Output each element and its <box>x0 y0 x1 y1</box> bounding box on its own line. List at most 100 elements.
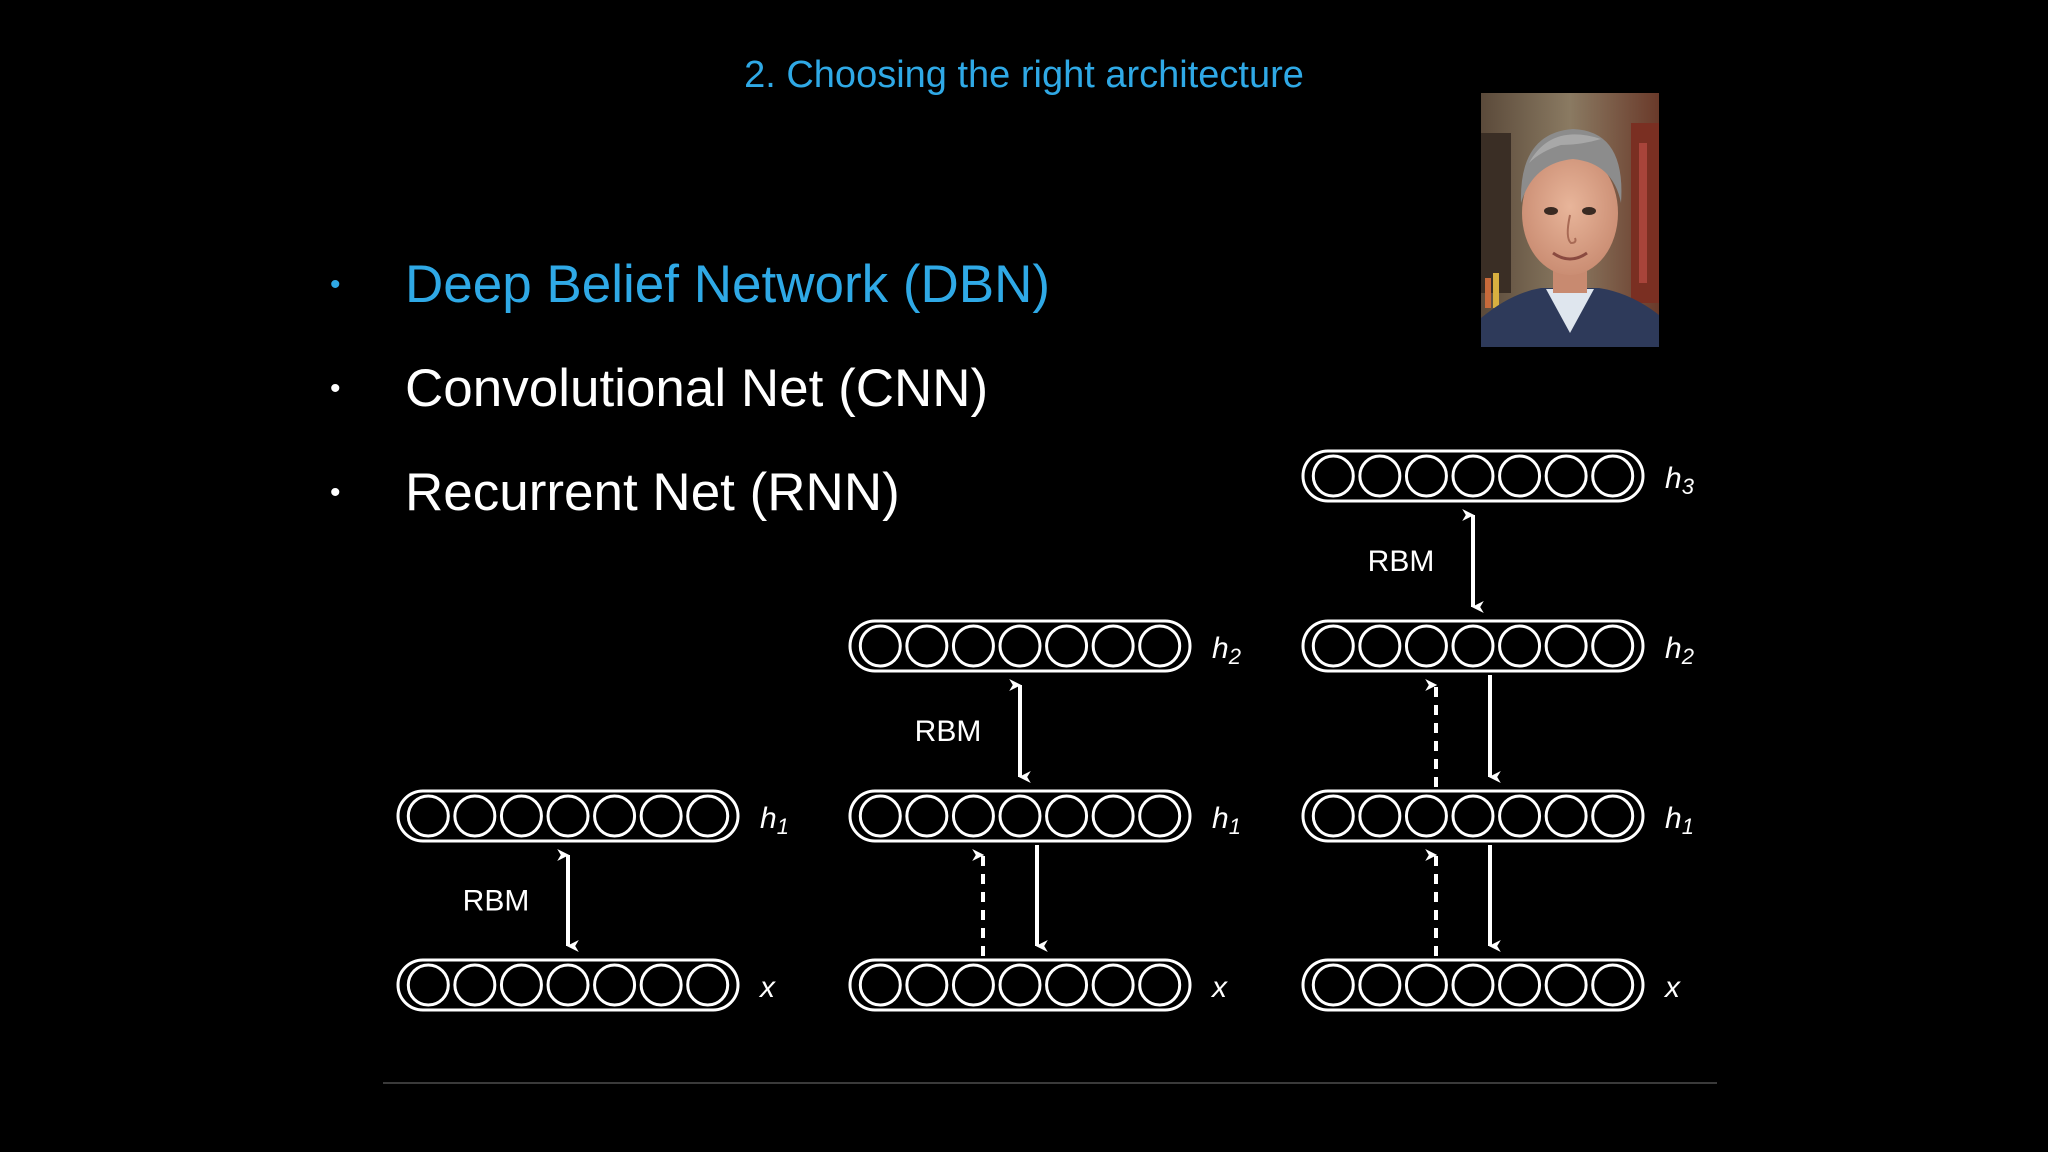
layer-connection: RBM <box>1368 509 1484 613</box>
neuron-unit <box>1358 963 1402 1007</box>
layer-label: x <box>1210 971 1228 1004</box>
layer-label: x <box>758 971 776 1004</box>
bullet-item-rnn: • Recurrent Net (RNN) <box>330 456 1050 560</box>
neuron-unit <box>1045 624 1089 668</box>
rbm-label: RBM <box>463 885 530 918</box>
layer-label: h1 <box>1665 802 1694 839</box>
neuron-unit <box>858 624 902 668</box>
network-layer: h1 <box>396 789 789 843</box>
neuron-unit <box>406 963 450 1007</box>
neuron-unit <box>686 963 730 1007</box>
neuron-unit <box>1591 624 1635 668</box>
footer-divider <box>383 1082 1717 1084</box>
neuron-unit <box>1544 794 1588 838</box>
neuron-unit <box>453 794 497 838</box>
neuron-unit <box>1591 963 1635 1007</box>
neuron-unit <box>499 963 543 1007</box>
network-layer: h2 <box>1301 619 1694 673</box>
neuron-unit <box>1358 624 1402 668</box>
bullet-item-dbn: • Deep Belief Network (DBN) <box>330 248 1050 352</box>
bullet-text: Recurrent Net (RNN) <box>405 463 900 522</box>
rbm-label: RBM <box>915 715 982 748</box>
neuron-unit <box>1138 963 1182 1007</box>
neuron-unit <box>1404 454 1448 498</box>
bullet-text: Deep Belief Network (DBN) <box>405 255 1051 314</box>
neuron-unit <box>1498 624 1542 668</box>
neuron-unit <box>1498 454 1542 498</box>
neuron-unit <box>998 624 1042 668</box>
neuron-unit <box>1498 963 1542 1007</box>
neuron-unit <box>1045 794 1089 838</box>
layer-label: h1 <box>760 802 789 839</box>
network-layer: x <box>1301 958 1681 1012</box>
neuron-unit <box>546 963 590 1007</box>
neuron-unit <box>1591 794 1635 838</box>
layer-label: h1 <box>1212 802 1241 839</box>
portrait-photo <box>1481 93 1659 347</box>
rbm-label: RBM <box>1368 545 1435 578</box>
neuron-unit <box>1091 624 1135 668</box>
layer-capsule <box>1301 449 1645 503</box>
neuron-unit <box>546 794 590 838</box>
neuron-unit <box>1404 624 1448 668</box>
layer-label: h3 <box>1665 462 1695 499</box>
neuron-unit <box>453 963 497 1007</box>
layer-capsule <box>1301 958 1645 1012</box>
neuron-unit <box>639 794 683 838</box>
neuron-unit <box>1544 963 1588 1007</box>
neuron-unit <box>593 963 637 1007</box>
neuron-unit <box>1138 624 1182 668</box>
network-layer: h1 <box>1301 789 1694 843</box>
neuron-unit <box>1451 624 1495 668</box>
neuron-unit <box>1451 963 1495 1007</box>
bullet-list: • Deep Belief Network (DBN) • Convolutio… <box>330 248 1050 560</box>
layer-connection: RBM <box>463 849 579 952</box>
neuron-unit <box>905 963 949 1007</box>
layer-capsule <box>1301 619 1645 673</box>
neuron-unit <box>1045 963 1089 1007</box>
layer-connection <box>1425 845 1501 956</box>
neuron-unit <box>1404 963 1448 1007</box>
neuron-unit <box>1311 794 1355 838</box>
layer-capsule <box>1301 789 1645 843</box>
layer-capsule <box>396 789 740 843</box>
network-layer: x <box>396 958 776 1012</box>
neuron-unit <box>998 794 1042 838</box>
network-layer: h1 <box>848 789 1241 843</box>
neuron-unit <box>1311 454 1355 498</box>
neuron-unit <box>593 794 637 838</box>
neuron-unit <box>951 624 995 668</box>
neuron-unit <box>1451 454 1495 498</box>
layer-capsule <box>848 619 1192 673</box>
neuron-unit <box>905 624 949 668</box>
network-layer: h3 <box>1301 449 1695 503</box>
neuron-unit <box>1311 963 1355 1007</box>
neuron-unit <box>1138 794 1182 838</box>
bullet-text: Convolutional Net (CNN) <box>405 359 989 418</box>
layer-capsule <box>396 958 740 1012</box>
neuron-unit <box>905 794 949 838</box>
neuron-unit <box>1591 454 1635 498</box>
network-layer: x <box>848 958 1228 1012</box>
layer-capsule <box>848 789 1192 843</box>
neuron-unit <box>1358 794 1402 838</box>
bullet-dot-icon: • <box>330 268 341 301</box>
neuron-unit <box>1358 454 1402 498</box>
layer-connection <box>972 845 1048 956</box>
network-layer: h2 <box>848 619 1241 673</box>
neuron-unit <box>951 963 995 1007</box>
neuron-unit <box>686 794 730 838</box>
layer-label: h2 <box>1212 632 1241 669</box>
neuron-unit <box>1544 454 1588 498</box>
neuron-unit <box>998 963 1042 1007</box>
neuron-unit <box>1404 794 1448 838</box>
neuron-unit <box>1451 794 1495 838</box>
neuron-unit <box>858 963 902 1007</box>
person-portrait-icon <box>1481 93 1659 347</box>
layer-connection <box>1425 675 1501 787</box>
